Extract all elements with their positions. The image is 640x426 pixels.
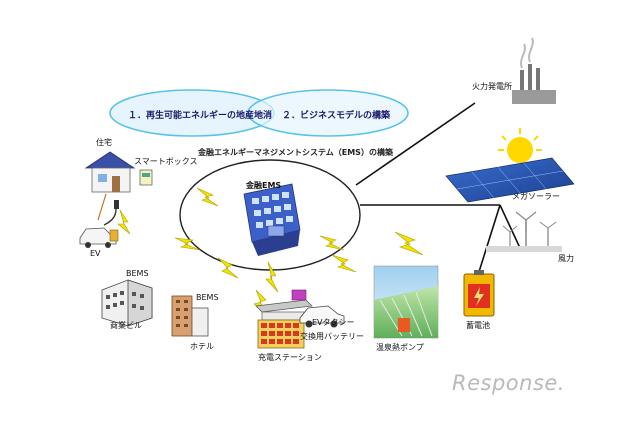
ev-car-icon: [79, 227, 119, 248]
mega-solar-icon: [445, 128, 575, 203]
ev-label: EV: [90, 249, 101, 258]
pump-label: 温泉熱ポンプ: [376, 343, 424, 352]
storage-battery-label: 蓄電池: [466, 321, 490, 330]
line-to-wind: [499, 204, 521, 249]
house-label: 住宅: [96, 138, 112, 147]
wind-power-label: 風力: [558, 254, 574, 263]
wind-turbine-icon: [502, 211, 557, 250]
line-to-battery: [477, 204, 501, 276]
bems-hotel-label: BEMS: [196, 293, 219, 302]
heat-pump-field-icon: [373, 265, 439, 339]
smart-box-icon: [139, 169, 153, 186]
wind-ground: [486, 246, 562, 252]
hotel-icon: [171, 295, 209, 337]
watermark: Response.: [452, 371, 565, 395]
swap-battery-label: 交換用バッテリー: [300, 332, 364, 341]
goal-bubble-right: [247, 89, 409, 137]
center-ems-label: 金融EMS: [246, 181, 282, 190]
line-to-thermal-plant: [355, 102, 476, 186]
thermal-plant-icon: [512, 37, 556, 104]
goal-left-label: １．再生可能エネルギーの地産地消: [128, 111, 273, 121]
thermal-plant-label: 火力発電所: [472, 82, 512, 91]
swap-battery-rack-icon: [257, 319, 305, 349]
bems-building-label: BEMS: [126, 269, 149, 278]
hotel-label: ホテル: [190, 342, 214, 351]
system-title: 金融エネルギーマネジメントシステム（EMS）の構築: [198, 148, 393, 157]
ems-building-icon: [243, 183, 301, 256]
smart-box-label: スマートボックス: [134, 157, 198, 166]
goal-right-label: ２．ビジネスモデルの構築: [282, 111, 391, 121]
commercial-building-icon: [101, 279, 153, 327]
house-icon: [84, 151, 136, 193]
ev-taxi-label: EVタクシー: [312, 318, 355, 327]
arrow-house-ev: [97, 193, 107, 221]
charging-station-label: 充電ステーション: [258, 353, 322, 362]
storage-battery-icon: [463, 270, 495, 317]
mega-solar-label: メガソーラー: [512, 192, 560, 201]
plug-icon: [103, 200, 119, 226]
ev-taxi-icon: [299, 305, 345, 328]
lightning-icon: [117, 187, 424, 315]
commercial-building-label: 商業ビル: [110, 321, 142, 330]
